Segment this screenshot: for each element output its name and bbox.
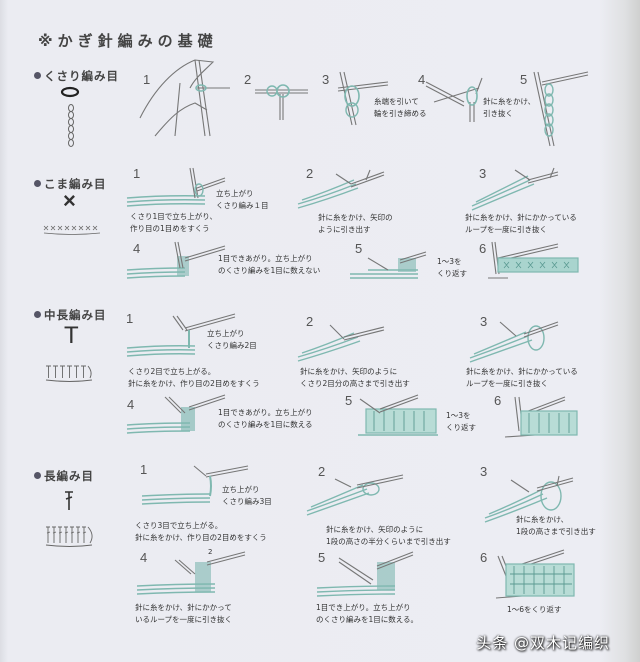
watermark: 头条 @双木记编织 — [476, 634, 610, 652]
step-note: 立ち上がり くさり編み3目 — [222, 485, 272, 506]
section-title: くさり編み目 — [44, 69, 119, 83]
dc-step6-illustration — [495, 549, 575, 599]
step-number: 6 — [480, 550, 488, 565]
step-number: 6 — [494, 393, 502, 408]
step-number: 2 — [306, 166, 314, 181]
section-label-chain: くさり編み目 — [34, 68, 119, 84]
step-note: 立ち上がり くさり編み2目 — [207, 329, 257, 350]
step-caption: 針に糸をかけ、針にかかって いるループを一度に引き抜く — [135, 603, 233, 624]
dc-sample-icon — [45, 526, 93, 547]
step-number: 1 — [143, 72, 151, 87]
step-number: 2 — [318, 464, 326, 479]
step-number: 1 — [140, 462, 148, 477]
hdc-step6-illustration — [504, 396, 578, 438]
step-caption: 針に糸をかけ、矢印のように くさり2目分の高さまで引き出す — [300, 367, 410, 388]
step-caption: 1目でき上がり。立ち上がり のくさり編みを1目に数える。 — [316, 603, 419, 624]
step-number: 4 — [140, 550, 148, 565]
step-caption: 針に糸をかけ、 引き抜く — [483, 97, 536, 118]
step-number: 4 — [418, 72, 426, 87]
sc-step5-illustration — [350, 251, 427, 279]
hdc-sample-icon — [45, 365, 93, 382]
dc-step5-illustration — [316, 551, 414, 597]
step-caption: くさり2目で立ち上がる。 針に糸をかけ、作り目の2目めをすくう — [128, 367, 260, 388]
step-number: 2 — [306, 314, 314, 329]
sc-step3-illustration — [471, 167, 559, 211]
step-caption: 1〜3を くり返す — [446, 411, 476, 432]
hdc-step4-illustration — [126, 394, 226, 434]
step-number: 3 — [480, 464, 488, 479]
dc-step3-illustration — [484, 475, 574, 523]
bullet-icon — [34, 72, 41, 79]
step-caption: 針に糸をかけ、針にかかっている ループを一度に引き抜く — [466, 367, 578, 388]
sc-step2-illustration — [297, 169, 385, 209]
step-caption: 糸端を引いて 輪を引き締める — [374, 97, 427, 118]
step-number: 5 — [318, 550, 326, 565]
step-caption: 1〜6をくり返す — [507, 605, 562, 614]
section-title: 長編み目 — [44, 469, 94, 483]
section-label-half-double-crochet: 中長編み目 — [34, 307, 107, 323]
step-caption: 1〜3を くり返す — [437, 257, 467, 278]
step-caption: 1目できあがり。立ち上がり のくさり編みを1目に数える — [218, 408, 313, 429]
step-number: 4 — [133, 241, 141, 256]
single-crochet-sample-icon — [43, 225, 101, 235]
chain-complete-illustration — [533, 71, 589, 147]
slip-knot-illustration — [255, 84, 308, 120]
step-caption: 針に糸をかけ、針にかかっている ループを一度に引き抜く — [465, 213, 577, 234]
bullet-icon — [34, 472, 41, 479]
step-caption: くさり1目で立ち上がり、 作り目の1目めをすくう — [130, 212, 217, 233]
step-number: 2 — [244, 72, 252, 87]
step-number: 4 — [127, 397, 135, 412]
hdc-step2-illustration — [297, 324, 385, 362]
loop-number-marker: 2 — [208, 548, 213, 556]
bullet-icon — [34, 311, 41, 318]
section-title: 中長編み目 — [44, 308, 107, 322]
step-number: 3 — [480, 314, 488, 329]
page-title: ※かぎ針編みの基礎 — [38, 32, 218, 50]
sc-step6-illustration — [488, 241, 579, 279]
dc-step4-illustration — [136, 551, 246, 595]
step-caption: くさり3目で立ち上がる。 針に糸をかけ、作り目の2目めをすくう — [135, 521, 267, 542]
step-caption: 針に糸をかけ、 1段の高さまで引き出す — [516, 515, 596, 536]
step-caption: 針に糸をかけ、矢印の ように引き出す — [318, 213, 393, 234]
single-crochet-symbol-icon: × — [63, 188, 76, 213]
section-label-double-crochet: 長編み目 — [34, 468, 94, 484]
step-number: 5 — [345, 393, 353, 408]
double-crochet-symbol-icon — [65, 491, 73, 510]
sc-step4-illustration — [126, 241, 226, 279]
step-number: 3 — [479, 166, 487, 181]
step-number: 3 — [322, 72, 330, 87]
hand-holding-yarn-illustration — [139, 59, 230, 137]
bullet-icon — [34, 180, 41, 187]
step-number: 5 — [355, 241, 363, 256]
step-caption: 1目できあがり。立ち上がり のくさり編みを1目に数えない — [218, 254, 321, 275]
chain-symbol-icon — [60, 86, 80, 98]
section-title: こま編み目 — [44, 177, 107, 191]
dc-step1-illustration — [141, 465, 249, 505]
hdc-step3-illustration — [469, 321, 559, 363]
pull-through-illustration — [425, 77, 483, 122]
step-caption: 針に糸をかけ、矢印のように 1段の高さの半分くらいまで引き出す — [326, 525, 451, 546]
step-number: 5 — [520, 72, 528, 87]
chain-sample-icon — [68, 104, 74, 147]
hdc-step1-illustration — [126, 313, 236, 357]
sc-step1-illustration — [126, 167, 226, 207]
dc-step2-illustration — [306, 474, 404, 516]
step-note: 立ち上がり くさり編み１目 — [216, 189, 269, 210]
section-label-single-crochet: こま編み目 — [34, 176, 107, 192]
hdc-step5-illustration — [358, 394, 438, 436]
step-number: 1 — [126, 311, 134, 326]
tighten-loop-illustration — [337, 71, 389, 126]
step-number: 1 — [133, 166, 141, 181]
half-double-crochet-symbol-icon: T — [64, 322, 79, 349]
step-number: 6 — [479, 241, 487, 256]
